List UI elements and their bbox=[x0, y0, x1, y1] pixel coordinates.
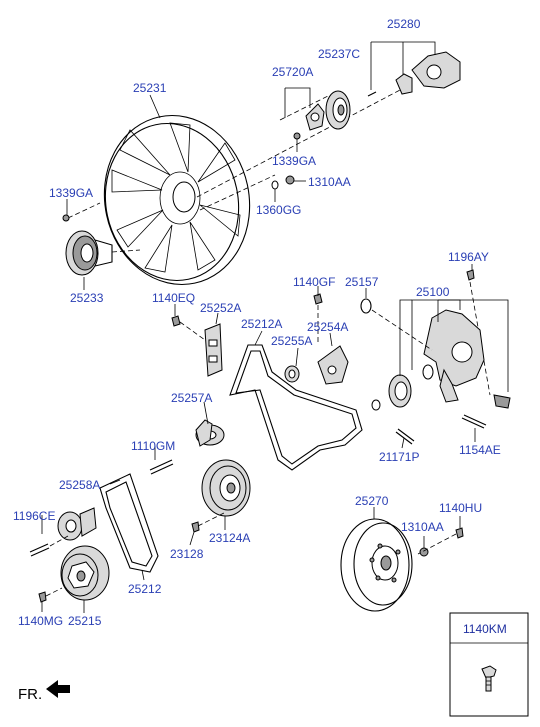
label-25280[interactable]: 25280 bbox=[387, 17, 421, 31]
label-1140HU[interactable]: 1140HU bbox=[439, 501, 482, 515]
pump-housing-part[interactable] bbox=[367, 41, 461, 97]
damper-pulley-25215[interactable] bbox=[60, 545, 110, 601]
label-25252A[interactable]: 25252A bbox=[200, 301, 241, 315]
label-23128[interactable]: 23128 bbox=[170, 547, 204, 561]
label-25231[interactable]: 25231 bbox=[133, 81, 167, 95]
label-1310AA-top[interactable]: 1310AA bbox=[308, 175, 351, 189]
gasket-25157[interactable] bbox=[360, 298, 433, 351]
bolt-1140HU[interactable] bbox=[417, 527, 464, 555]
label-21171P[interactable]: 21171P bbox=[379, 450, 419, 464]
legend-box-title: 1140KM bbox=[463, 622, 507, 636]
drive-belt-25212[interactable] bbox=[99, 473, 159, 573]
label-25257A[interactable]: 25257A bbox=[171, 391, 212, 405]
label-25233[interactable]: 25233 bbox=[70, 291, 104, 305]
tensioner-bracket-part[interactable] bbox=[317, 345, 349, 385]
bolt-1196CE[interactable] bbox=[29, 535, 69, 557]
legend-box-1140KM[interactable]: 1140KM bbox=[449, 612, 529, 717]
bolt-1140MG[interactable] bbox=[38, 587, 63, 603]
bolt-23128[interactable] bbox=[191, 511, 227, 533]
label-1154AE[interactable]: 1154AE bbox=[459, 443, 501, 457]
crank-pulley-23124A[interactable] bbox=[201, 459, 251, 517]
front-arrow-icon bbox=[46, 680, 70, 698]
fan-clutch-part[interactable] bbox=[65, 202, 141, 276]
label-25212[interactable]: 25212 bbox=[128, 582, 162, 596]
leader-lines bbox=[41, 94, 476, 613]
water-pump-part[interactable] bbox=[371, 299, 511, 411]
label-1110GM[interactable]: 1110GM bbox=[131, 439, 175, 453]
bolt-1339GA-left[interactable] bbox=[62, 214, 70, 222]
label-25215[interactable]: 25215 bbox=[68, 614, 102, 628]
bolt-1140EQ[interactable] bbox=[171, 315, 206, 341]
bolt-1154AE[interactable] bbox=[461, 414, 487, 429]
flywheel-25270[interactable] bbox=[340, 518, 413, 612]
cooling-fan-part[interactable] bbox=[89, 89, 401, 298]
nut-1310AA-top[interactable] bbox=[285, 175, 306, 185]
idler-bracket-part[interactable] bbox=[204, 323, 223, 377]
label-25254A[interactable]: 25254A bbox=[307, 320, 348, 334]
label-25720A[interactable]: 25720A bbox=[272, 65, 313, 79]
bolt-1339GA-top[interactable] bbox=[293, 132, 301, 152]
stud-21171P[interactable] bbox=[395, 428, 415, 445]
idler-pulley-25255A[interactable] bbox=[284, 365, 300, 383]
label-25270[interactable]: 25270 bbox=[355, 494, 389, 508]
label-25157[interactable]: 25157 bbox=[345, 275, 379, 289]
label-1140GF[interactable]: 1140GF bbox=[293, 275, 335, 289]
label-1360GG[interactable]: 1360GG bbox=[256, 203, 301, 217]
label-25100[interactable]: 25100 bbox=[416, 285, 450, 299]
label-25258A[interactable]: 25258A bbox=[59, 478, 100, 492]
spacer-part[interactable] bbox=[305, 103, 325, 131]
label-1140EQ[interactable]: 1140EQ bbox=[152, 291, 195, 305]
front-direction-indicator: FR. bbox=[18, 680, 70, 703]
front-direction-label: FR. bbox=[18, 686, 42, 703]
label-25255A[interactable]: 25255A bbox=[271, 334, 312, 348]
bolt-1110GM[interactable] bbox=[149, 459, 174, 475]
label-25212A[interactable]: 25212A bbox=[241, 317, 282, 331]
drive-belt-25212A[interactable] bbox=[229, 344, 363, 471]
bolt-1140KM-icon bbox=[481, 665, 497, 692]
tensioner-25257A[interactable] bbox=[195, 419, 225, 447]
label-1196AY[interactable]: 1196AY bbox=[448, 250, 489, 264]
label-25237C[interactable]: 25237C bbox=[318, 47, 360, 61]
label-1310AA-bottom[interactable]: 1310AA bbox=[401, 520, 444, 534]
idler-pulley-25258A[interactable] bbox=[57, 507, 97, 541]
washer-1360GG[interactable] bbox=[271, 180, 279, 202]
label-1339GA-left[interactable]: 1339GA bbox=[49, 186, 93, 200]
fan-pulley-part[interactable] bbox=[325, 90, 351, 130]
label-1140MG[interactable]: 1140MG bbox=[18, 614, 63, 628]
label-23124A[interactable]: 23124A bbox=[209, 531, 250, 545]
label-1196CE[interactable]: 1196CE bbox=[13, 509, 55, 523]
label-1339GA-top[interactable]: 1339GA bbox=[272, 154, 316, 168]
